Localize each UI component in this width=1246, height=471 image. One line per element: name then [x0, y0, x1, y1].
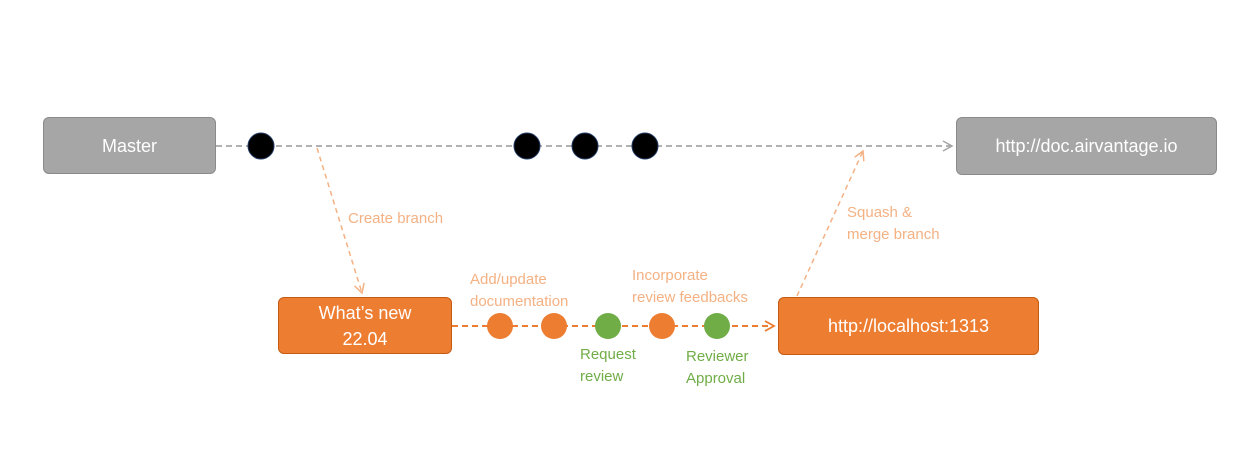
branch-commit-update — [487, 313, 513, 339]
production-site-box: http://doc.airvantage.io — [956, 117, 1217, 175]
create-branch-label: Create branch — [348, 210, 444, 227]
request-review-label: Request review — [580, 346, 636, 385]
master-commit — [513, 132, 541, 160]
master-commit — [571, 132, 599, 160]
add-update-label: Add/update documentation — [470, 271, 569, 310]
create-branch-arrow — [316, 147, 365, 295]
branch-commit-approval — [704, 313, 730, 339]
branch-box: What’s new 22.04 — [278, 297, 452, 354]
master-commit — [631, 132, 659, 160]
master-commit — [247, 132, 275, 160]
squash-merge-label: Squash & merge branch — [847, 204, 940, 243]
reviewer-approval-label: Reviewer Approval — [686, 348, 749, 387]
branch-commit-feedback — [649, 313, 675, 339]
master-box: Master — [43, 117, 216, 174]
branch-commit-review-request — [595, 313, 621, 339]
branch-commit-update — [541, 313, 567, 339]
local-site-box: http://localhost:1313 — [778, 297, 1039, 355]
incorporate-label: Incorporate review feedbacks — [632, 267, 748, 306]
